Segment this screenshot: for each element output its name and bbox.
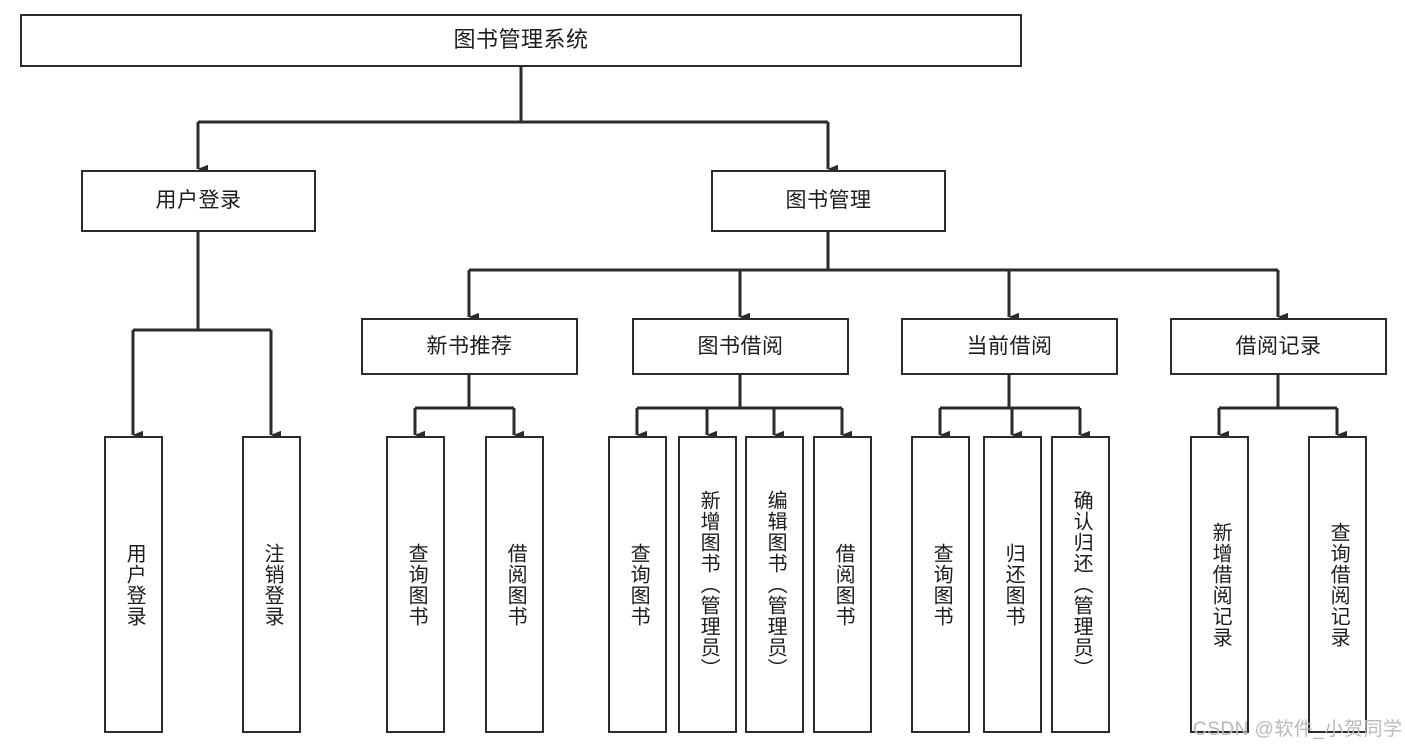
node-label: 用户登录: [123, 542, 146, 627]
node-leaf-return-book[interactable]: 归还图书: [983, 436, 1042, 733]
node-leaf-add-book[interactable]: 新增图书（管理员）: [678, 436, 737, 733]
node-label: 归还图书: [1002, 542, 1025, 627]
node-leaf-query-book-current[interactable]: 查询图书: [911, 436, 970, 733]
node-root-图书管理系统[interactable]: 图书管理系统: [20, 14, 1022, 67]
node-user-login[interactable]: 用户登录: [81, 170, 316, 232]
node-leaf-logout[interactable]: 注销登录: [242, 436, 301, 733]
csdn-watermark: CSDN @软件_小贺同学: [1193, 719, 1403, 740]
node-current-borrow[interactable]: 当前借阅: [901, 318, 1118, 375]
node-label: 图书管理系统: [453, 27, 589, 53]
node-new-book-recommend[interactable]: 新书推荐: [361, 318, 578, 375]
node-label: 新增图书（管理员）: [697, 490, 720, 679]
node-book-management[interactable]: 图书管理: [711, 170, 946, 232]
node-label: 查询图书: [627, 542, 650, 627]
node-label: 查询借阅记录: [1327, 521, 1350, 648]
node-leaf-add-borrow-record[interactable]: 新增借阅记录: [1190, 436, 1249, 733]
node-borrow-records[interactable]: 借阅记录: [1170, 318, 1387, 375]
node-label: 查询图书: [405, 542, 428, 627]
node-label: 用户登录: [155, 189, 242, 213]
node-book-borrow[interactable]: 图书借阅: [632, 318, 849, 375]
node-label: 新书推荐: [426, 334, 513, 358]
node-leaf-borrow-book[interactable]: 借阅图书: [813, 436, 872, 733]
node-label: 图书管理: [785, 189, 872, 213]
node-label: 借阅记录: [1235, 334, 1322, 358]
node-leaf-query-borrow-record[interactable]: 查询借阅记录: [1308, 436, 1367, 733]
node-label: 借阅图书: [832, 542, 855, 627]
node-label: 编辑图书（管理员）: [764, 490, 787, 679]
node-leaf-edit-book[interactable]: 编辑图书（管理员）: [745, 436, 804, 733]
node-label: 新增借阅记录: [1209, 521, 1232, 648]
node-label: 图书借阅: [697, 334, 784, 358]
node-label: 注销登录: [261, 542, 284, 627]
node-label: 查询图书: [930, 542, 953, 627]
node-leaf-user-login[interactable]: 用户登录: [104, 436, 163, 733]
connector-group: [131, 67, 1347, 440]
node-leaf-confirm-return[interactable]: 确认归还（管理员）: [1051, 436, 1110, 733]
node-leaf-query-book-recommend[interactable]: 查询图书: [386, 436, 445, 733]
node-leaf-borrow-book-recommend[interactable]: 借阅图书: [485, 436, 544, 733]
node-leaf-query-book-borrow[interactable]: 查询图书: [608, 436, 667, 733]
node-label: 借阅图书: [504, 542, 527, 627]
node-label: 当前借阅: [966, 334, 1053, 358]
node-label: 确认归还（管理员）: [1070, 490, 1093, 679]
